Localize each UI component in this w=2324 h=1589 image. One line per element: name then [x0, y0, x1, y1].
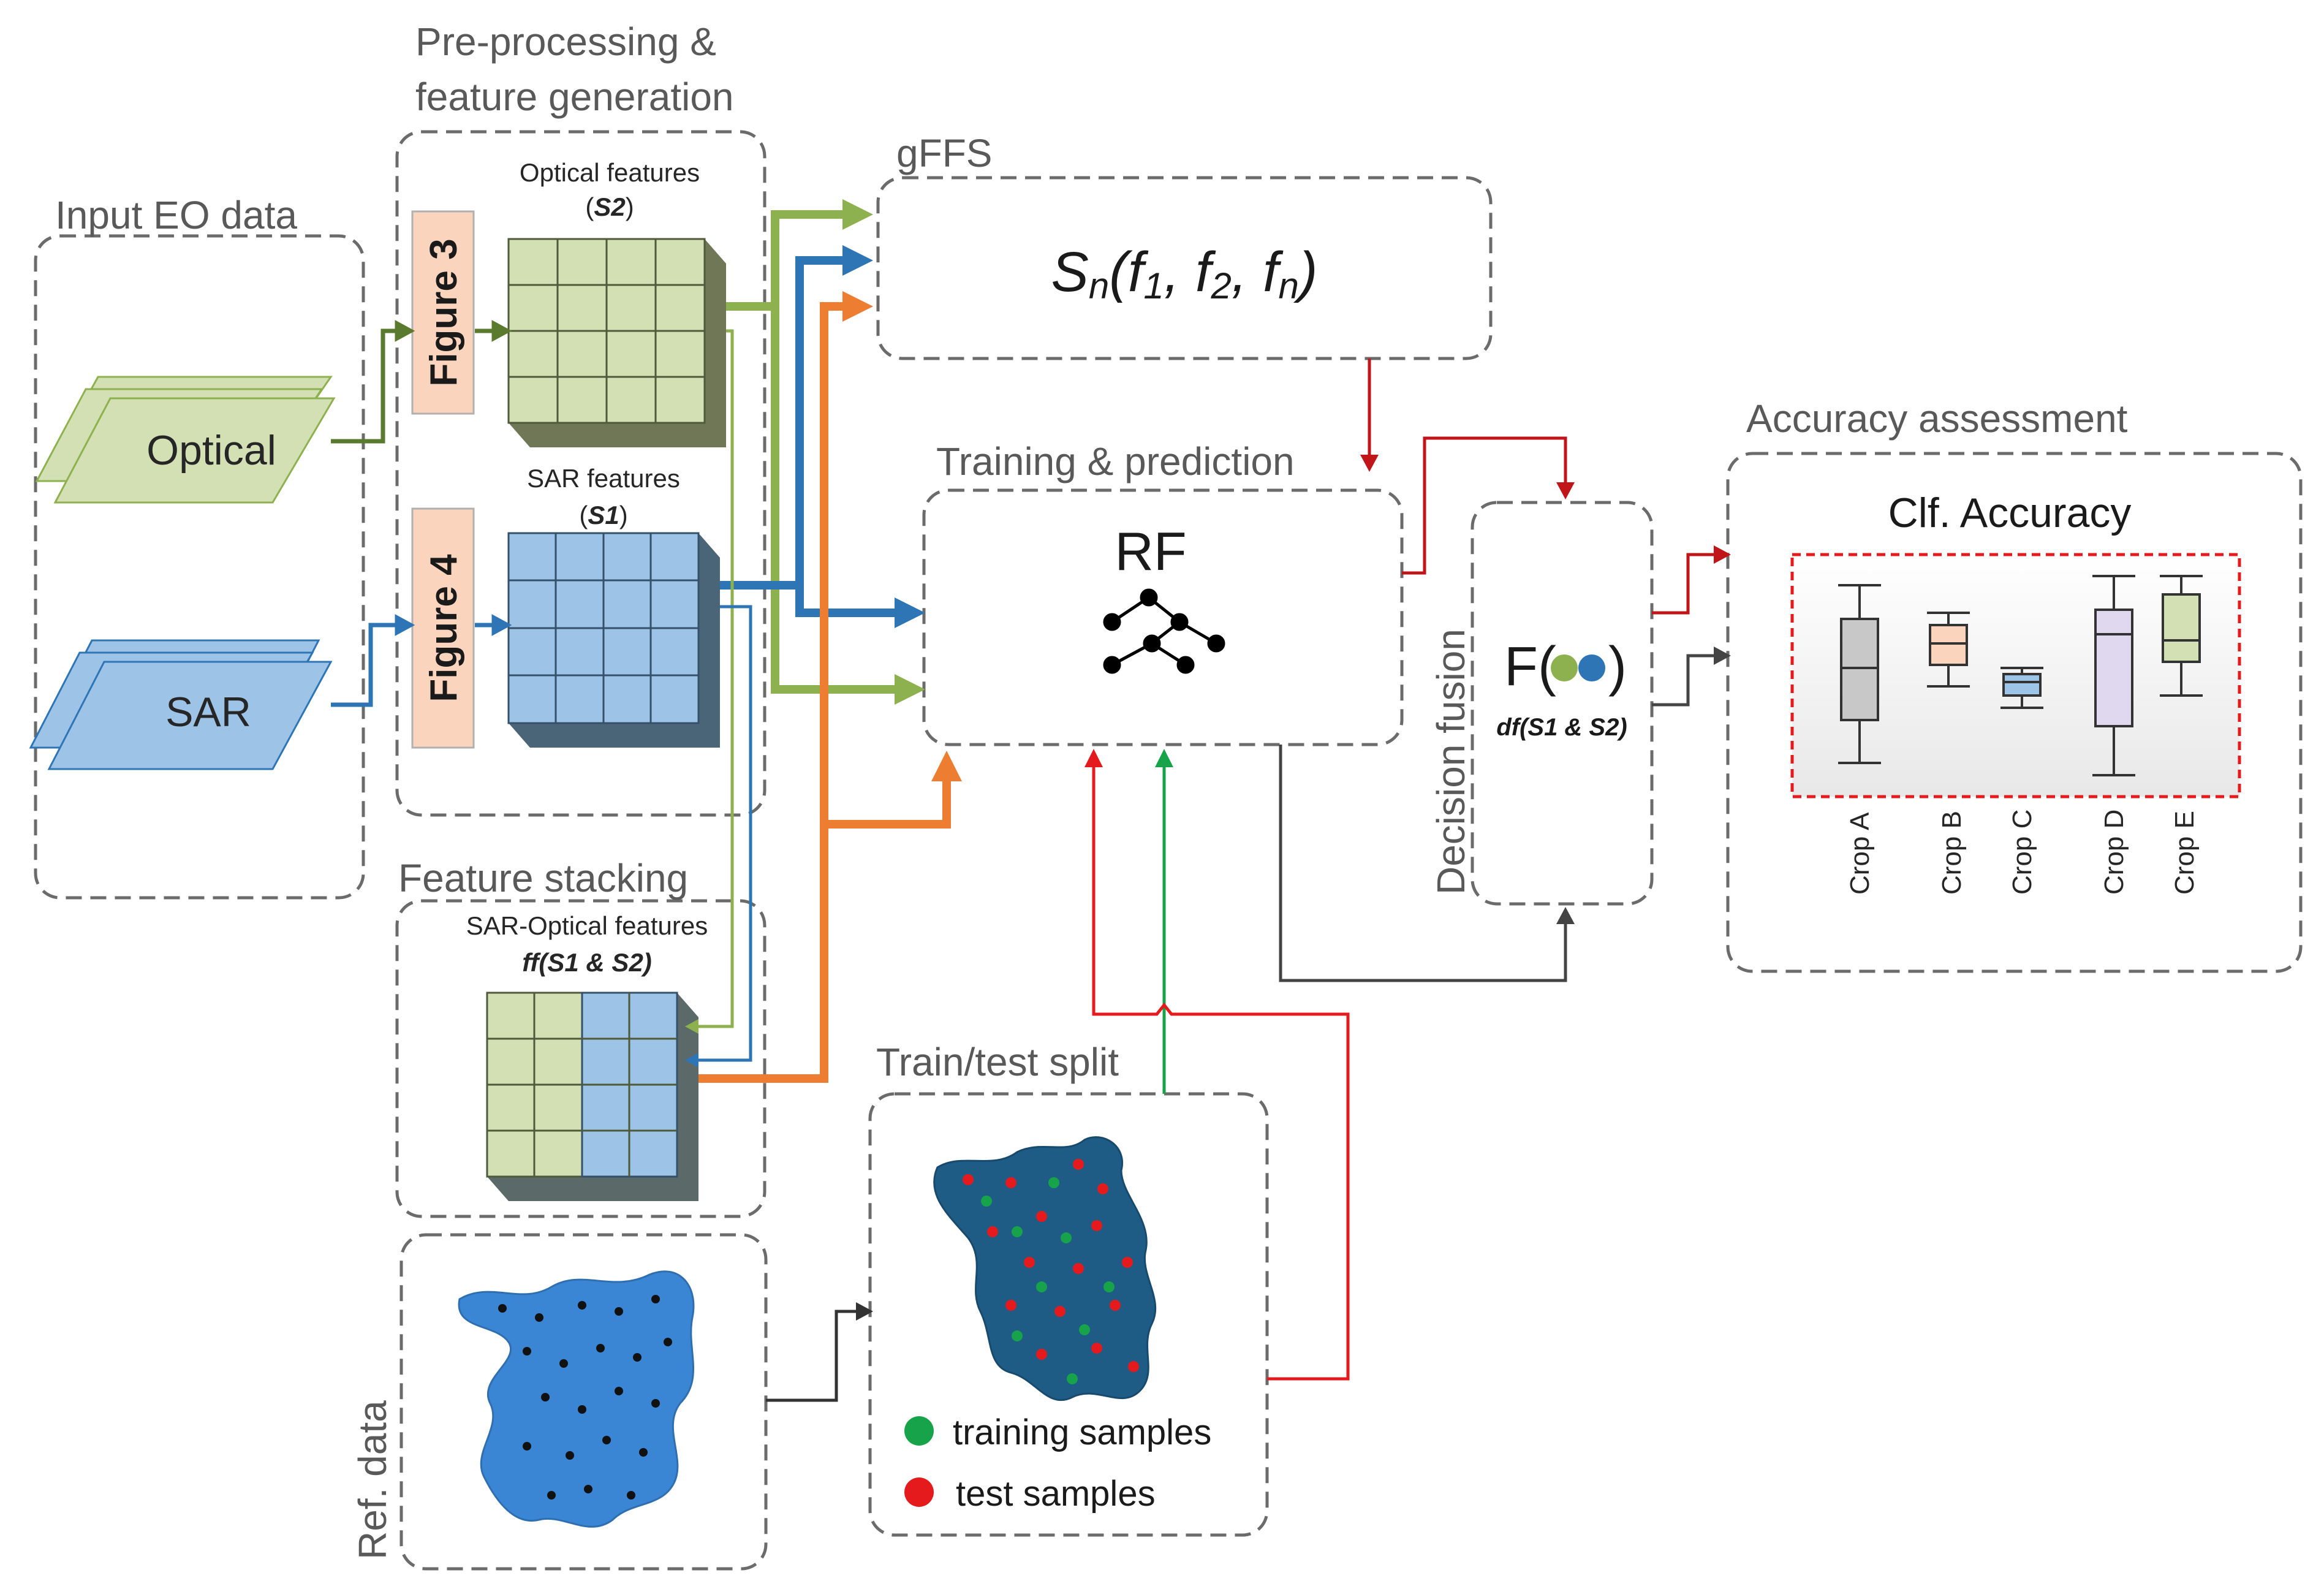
preprocessing-title-line2: feature generation: [415, 75, 734, 119]
arrow-to-stacking: [695, 329, 752, 1062]
crop-e-label: Crop E: [2170, 811, 2200, 895]
figure4-box: Figure 4: [411, 507, 475, 749]
arrow-rf-to-fusion-gray: [1279, 745, 1575, 982]
training-title: Training & prediction: [936, 439, 1295, 484]
decision-fusion-title: Decision fusion: [1429, 629, 1473, 895]
rf-label: RF: [1115, 521, 1186, 582]
decision-tree-icon: [1103, 588, 1225, 674]
train-test-map: [933, 1136, 1157, 1401]
arrowhead-orange-rf: [931, 751, 962, 781]
arrow-sar-to-models: [720, 256, 898, 617]
stacked-features-label: SAR-Optical features: [466, 911, 708, 940]
figure4-label: Figure 4: [423, 554, 465, 702]
preprocessing-title-line1: Pre-processing &: [415, 20, 716, 64]
training-section: Training & prediction: [922, 439, 1404, 746]
training-sample-icon: [904, 1416, 934, 1446]
arrow-sar-input: [331, 614, 512, 707]
arrowhead-blue-gffs: [842, 245, 873, 276]
sar-feature-cube: SAR features (S1): [507, 464, 720, 748]
accuracy-title: Accuracy assessment: [1746, 396, 2128, 441]
ref-data-title: Ref. data: [350, 1400, 395, 1560]
fusion-formula: F( ) df(S1 & S2): [1496, 636, 1627, 741]
sar-label: SAR: [165, 689, 251, 735]
test-sample-icon: [904, 1477, 934, 1507]
sar-input-layer: SAR: [29, 639, 333, 770]
arrowhead-thin-green: [685, 1019, 698, 1034]
train-test-section: Train/test split: [868, 1040, 1269, 1537]
optical-dot-icon: [1551, 654, 1578, 681]
arrow-gffs-to-rf: [1360, 358, 1379, 472]
feature-stacking-title: Feature stacking: [398, 856, 688, 900]
legend-training: training samples: [953, 1413, 1211, 1452]
crop-c-label: Crop C: [2007, 810, 2037, 895]
arrow-optical-input: [331, 320, 512, 444]
arrow-fusion-to-accuracy-gray: [1652, 647, 1731, 707]
input-eo-section: Input EO data: [34, 193, 365, 900]
feature-stacking-section: Feature stacking: [395, 856, 766, 1218]
arrowhead-thin-blue: [685, 1053, 698, 1068]
stacked-feature-cube: SAR-Optical features ff(S1 & S2): [466, 911, 708, 1201]
stacked-features-sub: ff(S1 & S2): [522, 948, 652, 977]
arrowhead-blue-rf: [895, 597, 925, 628]
crop-b-label: Crop B: [1937, 811, 1967, 895]
decision-fusion-section: Decision fusion: [1429, 501, 1654, 906]
accuracy-section: Accuracy assessment: [1726, 396, 2303, 973]
arrow-test-samples: [1084, 749, 1350, 1381]
crop-a-label: Crop A: [1845, 812, 1875, 895]
arrow-rf-to-fusion: [1402, 436, 1575, 575]
figure3-label: Figure 3: [423, 238, 465, 386]
gffs-title: gFFS: [896, 131, 992, 175]
optical-features-label: Optical features: [520, 158, 700, 187]
sar-dot-icon: [1578, 654, 1605, 681]
svg-text:): ): [1608, 636, 1627, 697]
optical-input-layer: Optical: [35, 376, 336, 504]
sar-features-label: SAR features: [527, 464, 680, 493]
optical-features-sub: (S2): [585, 192, 634, 221]
train-test-title: Train/test split: [876, 1040, 1119, 1084]
optical-label: Optical: [146, 427, 276, 474]
arrow-fusion-to-accuracy: [1652, 545, 1731, 615]
arrow-stacked-to-models: [698, 302, 951, 1083]
sar-features-sub: (S1): [579, 501, 627, 529]
fusion-sub: df(S1 & S2): [1496, 714, 1627, 741]
accuracy-chart: Clf. Accuracy Crop A Crop B Crop: [1790, 490, 2241, 895]
arrow-ref-to-split: [766, 1302, 873, 1402]
figure3-box: Figure 3: [411, 210, 475, 415]
arrowhead-green-gffs: [842, 199, 873, 230]
gffs-section: gFFS: [876, 131, 1493, 360]
preprocessing-section: Pre-processing & feature generation: [395, 20, 766, 817]
crop-d-label: Crop D: [2099, 810, 2129, 895]
arrow-training-samples: [1155, 749, 1173, 1094]
optical-feature-cube: Optical features (S2): [507, 158, 726, 447]
arrowhead-orange-gffs: [842, 291, 873, 322]
clf-accuracy-title: Clf. Accuracy: [1888, 490, 2132, 536]
legend: training samples test samples: [904, 1413, 1211, 1514]
arrowhead-green-rf: [895, 674, 925, 705]
svg-text:F(: F(: [1504, 636, 1556, 697]
input-eo-title: Input EO data: [55, 193, 297, 237]
arrow-optical-to-models: [726, 210, 898, 694]
gffs-formula: Sn(f1, f2, fn): [1051, 241, 1317, 306]
reference-map: [458, 1270, 695, 1528]
legend-test: test samples: [956, 1474, 1156, 1514]
